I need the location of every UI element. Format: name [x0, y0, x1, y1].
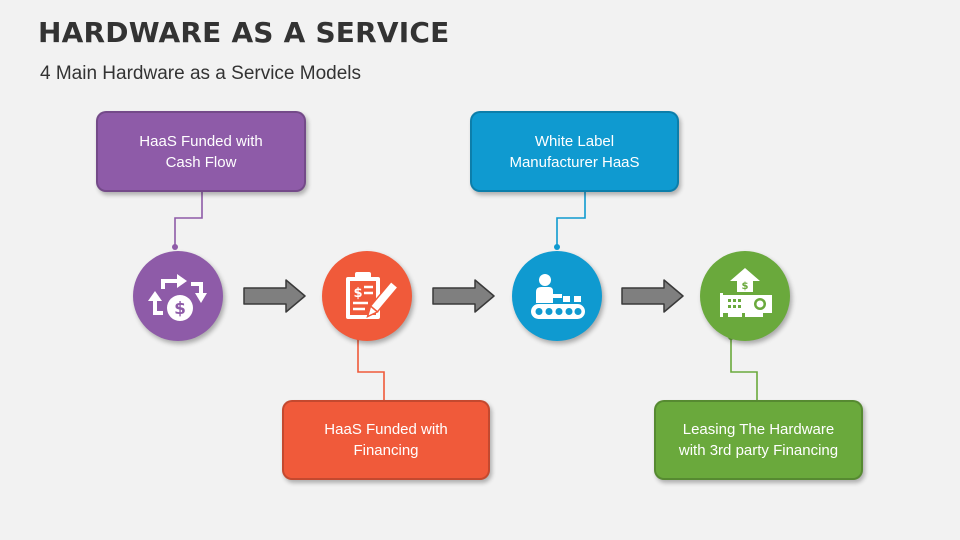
svg-text:$: $: [174, 299, 186, 319]
model-box-cash-flow: HaaS Funded with Cash Flow: [96, 111, 306, 192]
connector-1: [174, 192, 203, 246]
connector-3-dot: [554, 244, 560, 250]
model-box-white-label: White Label Manufacturer HaaS: [470, 111, 679, 192]
step-circle-cash-flow: $: [133, 251, 223, 341]
flow-arrow-3: [621, 279, 684, 313]
svg-text:$: $: [353, 286, 362, 301]
svg-text:$: $: [742, 281, 749, 292]
step-circle-leasing: $: [700, 251, 790, 341]
connector-3: [556, 192, 586, 246]
step-circle-white-label: [512, 251, 602, 341]
hardware-card-icon: $: [720, 268, 772, 317]
model-box-financing: HaaS Funded with Financing: [282, 400, 490, 480]
model-box-line: Cash Flow: [165, 153, 237, 171]
connector-1-dot: [172, 244, 178, 250]
connector-2: [357, 338, 385, 400]
model-box-line: Leasing The Hardware: [682, 421, 835, 438]
flow-arrow-1: [243, 279, 306, 313]
model-box-line: with 3rd party Financing: [678, 442, 839, 459]
financing-document-icon: $: [346, 272, 400, 319]
model-box-leasing: Leasing The Hardware with 3rd party Fina…: [654, 400, 863, 480]
flow-arrow-2: [432, 279, 495, 313]
connector-4: [730, 338, 758, 400]
page-subtitle: 4 Main Hardware as a Service Models: [40, 63, 362, 84]
cash-flow-icon: $: [148, 274, 207, 321]
model-box-line: White Label: [534, 132, 615, 150]
model-box-line: Financing: [353, 442, 419, 459]
page-title: HARDWARE AS A SERVICE: [38, 16, 450, 49]
step-circle-financing: $: [322, 251, 412, 341]
model-box-line: Manufacturer HaaS: [509, 153, 640, 171]
conveyor-worker-icon: [531, 274, 585, 319]
model-box-line: HaaS Funded with: [139, 132, 263, 150]
model-box-line: HaaS Funded with: [324, 421, 448, 438]
